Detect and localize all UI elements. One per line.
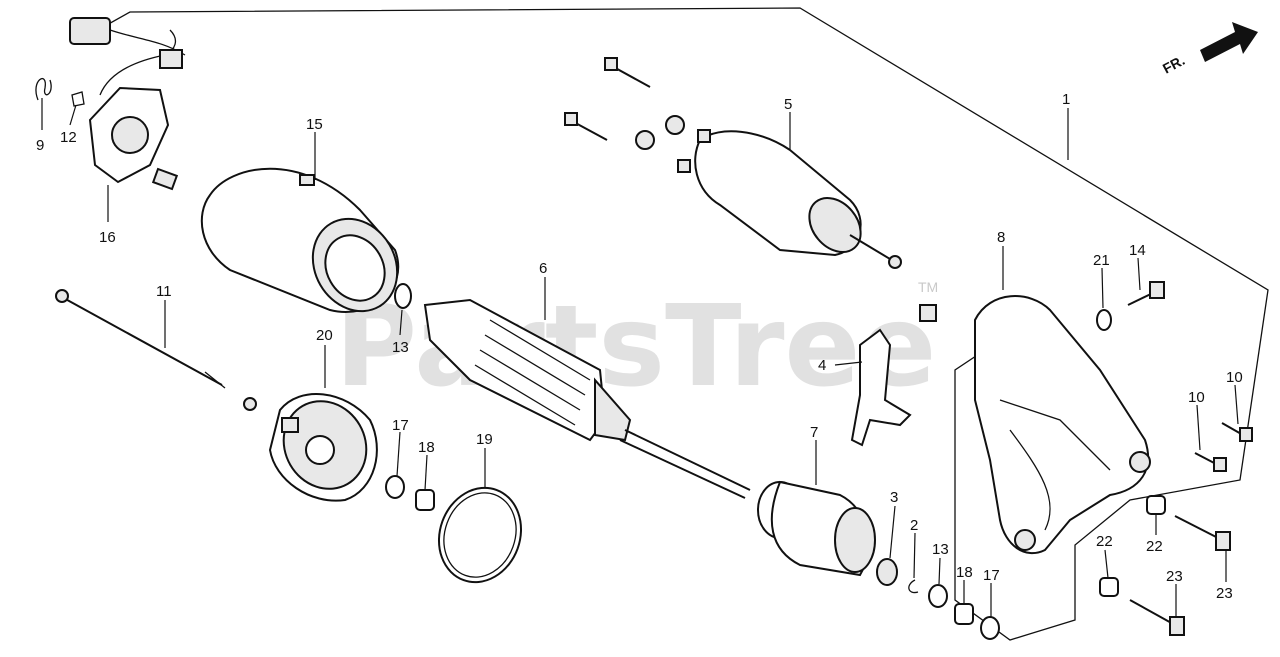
- part-bolt-10-right: [1221, 422, 1253, 442]
- callout-19: 19: [476, 431, 493, 448]
- part-small-fasteners: [564, 57, 685, 150]
- part-washer-21: [1096, 309, 1112, 331]
- callout-17-left: 17: [392, 417, 409, 434]
- part-bolt-23-lower: [1129, 599, 1185, 636]
- part-spring: [35, 77, 52, 101]
- front-label: FR.: [1160, 52, 1187, 77]
- callout-9: 9: [36, 137, 44, 154]
- part-armature: [423, 298, 751, 499]
- part-bolt-10-left: [1194, 452, 1227, 472]
- part-through-bolt: [55, 289, 226, 389]
- callout-7: 7: [810, 424, 818, 441]
- callout-21: 21: [1093, 252, 1110, 269]
- leader-lines: [41, 98, 1239, 617]
- part-washer-lower: [928, 584, 948, 608]
- callout-22-upper: 22: [1146, 538, 1163, 555]
- watermark-tm: TM: [918, 279, 938, 295]
- callout-10-right: 10: [1226, 369, 1243, 386]
- callout-23-right: 23: [1216, 585, 1233, 602]
- callout-13-upper: 13: [392, 339, 409, 356]
- callout-4: 4: [818, 357, 826, 374]
- arrow-icon: [1200, 22, 1258, 62]
- part-dowel-lower: [1099, 577, 1119, 597]
- callout-16: 16: [99, 229, 116, 246]
- part-bushing-lower: [954, 603, 974, 625]
- part-dowel-upper: [1146, 495, 1166, 515]
- part-yoke-housing: [200, 167, 400, 313]
- callout-labels: 1 2 3 4 5 6 7 8 9 10 10 11 12 13 13 14 1…: [36, 91, 1243, 602]
- callout-5: 5: [784, 96, 792, 113]
- callout-1: 1: [1062, 91, 1070, 108]
- front-direction-indicator: FR.: [1160, 22, 1258, 77]
- part-shift-lever: [850, 304, 937, 447]
- callout-23-lower: 23: [1166, 568, 1183, 585]
- callout-20: 20: [316, 327, 333, 344]
- part-bushing-left: [415, 489, 435, 511]
- part-o-ring: [437, 486, 523, 584]
- part-brush-holder: [69, 17, 186, 191]
- part-washer-upper: [394, 283, 412, 309]
- part-o-ring-inner: [443, 492, 517, 578]
- part-stop-collar: [876, 558, 898, 586]
- callout-17-right: 17: [983, 567, 1000, 584]
- callout-14: 14: [1129, 242, 1146, 259]
- callout-3: 3: [890, 489, 898, 506]
- part-front-housing: [974, 295, 1151, 555]
- callout-2: 2: [910, 517, 918, 534]
- assembly-outline: [79, 7, 1269, 641]
- callout-10-left: 10: [1188, 389, 1205, 406]
- watermark-text: PartsTree: [335, 282, 936, 412]
- part-cap-left: [385, 475, 405, 499]
- callout-18-right: 18: [956, 564, 973, 581]
- callout-22-lower: 22: [1096, 533, 1113, 550]
- callout-13-lower: 13: [932, 541, 949, 558]
- part-bolt-14: [1127, 281, 1165, 306]
- part-drive-pinion: [757, 480, 876, 577]
- part-solenoid: [677, 129, 902, 269]
- part-cap-lower: [980, 616, 1000, 640]
- part-bolt-23-upper: [1174, 515, 1231, 551]
- part-nut-small: [243, 397, 257, 411]
- part-rear-cover: [268, 393, 378, 502]
- callout-15: 15: [306, 116, 323, 133]
- part-clip: [71, 91, 85, 107]
- callout-18-left: 18: [418, 439, 435, 456]
- callout-8: 8: [997, 229, 1005, 246]
- callout-12: 12: [60, 129, 77, 146]
- part-snap-ring: [908, 579, 919, 594]
- callout-11: 11: [156, 283, 172, 300]
- callout-6: 6: [539, 260, 547, 277]
